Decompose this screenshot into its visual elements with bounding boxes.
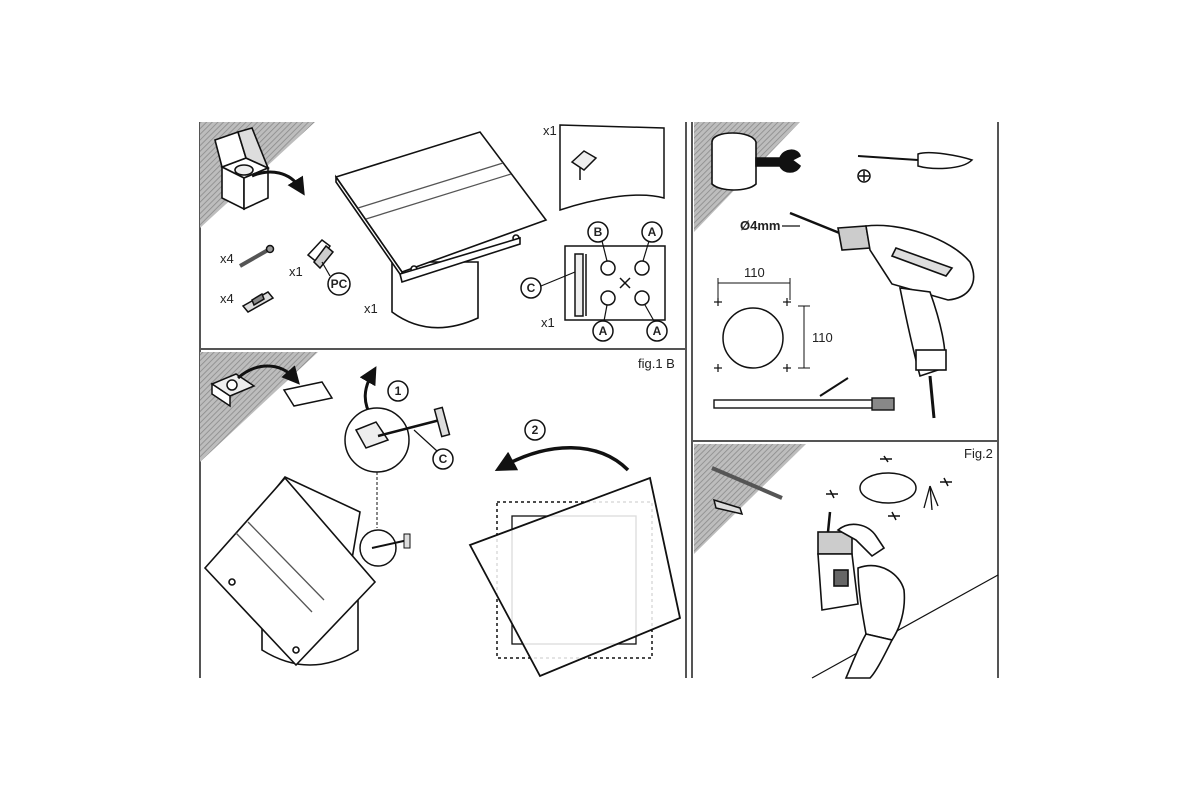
screwdriver-icon	[857, 151, 974, 183]
panel-tools: Ø4mm 110 110	[694, 122, 975, 419]
clip-icon	[306, 238, 335, 270]
part-a-label-bl: A	[599, 324, 608, 338]
wall-corner-hatch	[200, 352, 318, 462]
dim-width-label: 110	[744, 265, 765, 280]
drill-bit-icon	[711, 466, 783, 516]
part-c-label-bottom: C	[439, 452, 448, 466]
screw-hole-marks	[714, 298, 791, 372]
box-icon	[214, 127, 271, 211]
panel-drilling: Fig.2	[694, 444, 999, 679]
part-a-marker-bottom-left: A	[592, 304, 614, 342]
rotated-cover	[468, 476, 682, 678]
step-1-label: 1	[395, 384, 402, 398]
part-a-marker-top: A	[641, 221, 663, 262]
template-sheet-small	[282, 381, 334, 407]
mount-small-icon	[210, 373, 256, 408]
fan-wrench-icon	[711, 132, 802, 191]
wall-corner-hatch	[694, 444, 806, 554]
fan-unit-assembly	[203, 476, 377, 667]
mounting-plate-illustration	[564, 245, 666, 321]
part-pc-label: PC	[331, 277, 348, 291]
step-2-label: 2	[532, 423, 539, 437]
zoom-detail-circle	[344, 406, 451, 473]
drill-bit-label: Ø4mm	[740, 218, 780, 233]
ceiling-cutout	[859, 472, 917, 504]
part-b-label: B	[594, 225, 603, 239]
fan-quantity: x1	[364, 301, 378, 316]
fig-1b-label: fig.1 B	[638, 356, 675, 371]
clip-quantity: x1	[289, 264, 303, 279]
part-c-label-top: C	[527, 281, 536, 295]
template-quantity: x1	[543, 123, 557, 138]
dim-height-label: 110	[812, 330, 833, 345]
fig-2-label: Fig.2	[964, 446, 993, 461]
cutout-circle	[722, 307, 784, 369]
zoom-detail-small	[359, 529, 397, 567]
part-a-label-top: A	[648, 225, 657, 239]
screws-quantity: x4	[220, 251, 234, 266]
hand-drill-illustration	[817, 511, 906, 679]
panel-components: x4 x4 x1 PC x1 x1	[200, 122, 668, 342]
part-a-marker-bottom-right: A	[644, 304, 668, 342]
drill-icon	[789, 211, 975, 419]
rotate-arrow	[494, 446, 630, 472]
part-c-marker: C	[520, 271, 576, 299]
plugs-quantity: x4	[220, 291, 234, 306]
tripod-icon	[923, 485, 939, 511]
mount-quantity: x1	[541, 315, 555, 330]
fan-unit-illustration	[334, 131, 548, 329]
wall-plug-icon	[241, 291, 275, 313]
part-a-label-br: A	[653, 324, 662, 338]
curved-arrow	[237, 364, 300, 385]
part-pc-circle	[327, 272, 351, 296]
panel-assembly: fig.1 B 1 C	[200, 352, 682, 678]
part-b-marker: B	[587, 221, 609, 262]
curved-arrow	[251, 170, 305, 196]
screw-icon	[239, 244, 275, 268]
pencil-ruler-icon	[713, 377, 895, 411]
template-sheet-icon	[559, 124, 665, 212]
mark-crosses	[826, 455, 952, 521]
